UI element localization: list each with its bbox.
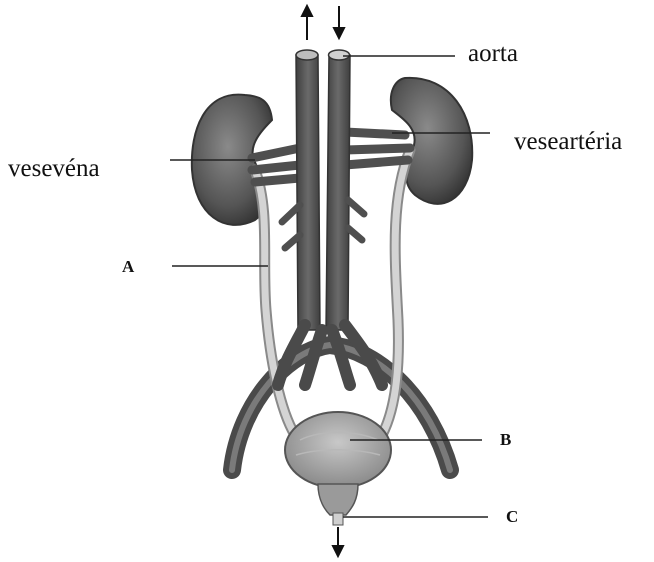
iliac-branches bbox=[278, 325, 382, 385]
label-vesearteria: veseartéria bbox=[514, 128, 622, 156]
label-a: A bbox=[122, 257, 134, 277]
vena-cava bbox=[296, 55, 320, 330]
label-aorta: aorta bbox=[468, 40, 518, 68]
label-b: B bbox=[500, 430, 511, 450]
urethra bbox=[318, 484, 358, 515]
right-renal-vessels bbox=[345, 132, 410, 165]
aorta-vessel bbox=[326, 55, 350, 330]
label-c: C bbox=[506, 507, 518, 527]
label-vesevena: vesevéna bbox=[8, 155, 100, 183]
